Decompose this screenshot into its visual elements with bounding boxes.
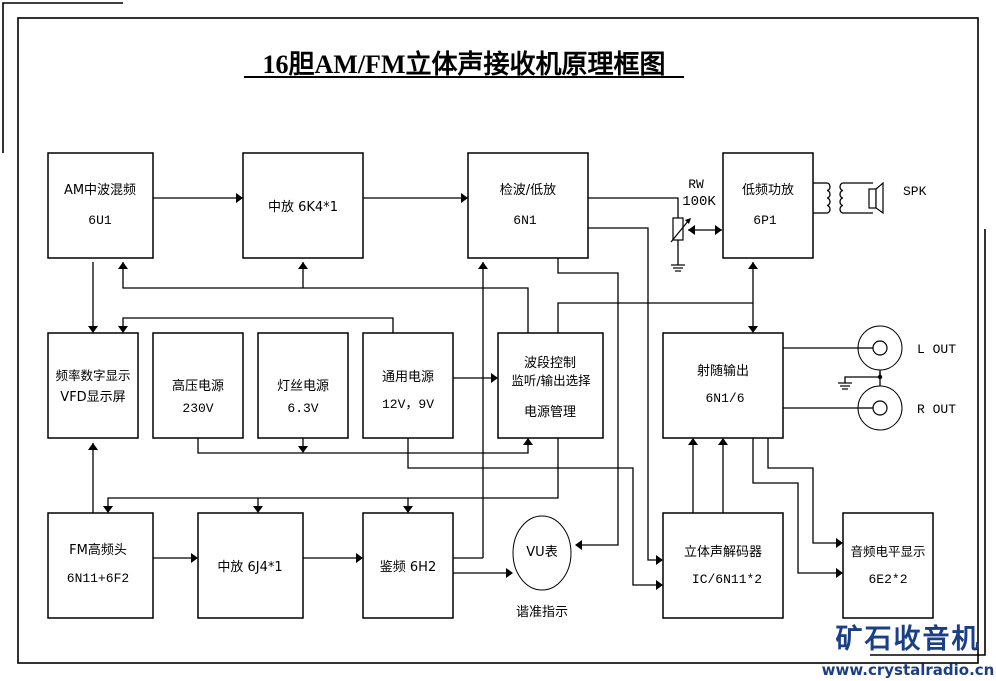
- svg-text:频率数字显示: 频率数字显示: [55, 368, 130, 383]
- svg-text:SPK: SPK: [903, 184, 927, 199]
- block-fm-tuner: FM高频头 6N11+6F2: [47, 512, 154, 619]
- block-filament-supply: 灯丝电源 6.3V: [257, 332, 349, 439]
- output-transformer-icon: [813, 182, 873, 214]
- outer-frame-corner-bottom: [870, 229, 986, 656]
- volume-potentiometer: RW 100K: [670, 177, 716, 243]
- svg-text:L OUT: L OUT: [917, 342, 956, 357]
- svg-text:监听/输出选择: 监听/输出选择: [511, 373, 591, 388]
- svg-text:6U1: 6U1: [88, 213, 112, 228]
- watermark-name: 矿石收音机: [836, 623, 981, 655]
- svg-text:AM中波混频: AM中波混频: [64, 183, 136, 198]
- outer-frame-corner: [2, 2, 123, 153]
- vu-meter-icon: VU表 谐准指示: [512, 515, 572, 620]
- block-cathode-follower: 射随输出 6N1/6: [662, 332, 784, 439]
- svg-text:6N1/6: 6N1/6: [705, 391, 744, 406]
- svg-text:音频电平显示: 音频电平显示: [850, 544, 925, 559]
- block-am-mixer: AM中波混频 6U1: [47, 152, 154, 259]
- output-ground-icon: [838, 370, 883, 390]
- svg-text:6P1: 6P1: [753, 213, 777, 228]
- svg-text:R OUT: R OUT: [917, 402, 956, 417]
- svg-text:灯丝电源: 灯丝电源: [277, 379, 329, 394]
- diagram-title: 16胆AM/FM立体声接收机原理框图: [263, 49, 666, 79]
- site-watermark: 矿石收音机 www.crystalradio.cn: [822, 623, 995, 679]
- svg-text:检波/低放: 检波/低放: [500, 183, 556, 198]
- svg-text:中放 6J4*1: 中放 6J4*1: [217, 560, 282, 575]
- block-discriminator: 鉴频 6H2: [362, 512, 454, 619]
- svg-text:波段控制: 波段控制: [524, 356, 576, 371]
- svg-text:100K: 100K: [682, 194, 716, 210]
- svg-text:RW: RW: [688, 177, 704, 192]
- vu-meter-caption: 谐准指示: [516, 605, 568, 620]
- svg-text:6.3V: 6.3V: [287, 401, 318, 416]
- svg-text:高压电源: 高压电源: [172, 378, 224, 394]
- watermark-url: www.crystalradio.cn: [822, 661, 995, 679]
- inner-frame: [17, 17, 979, 664]
- block-vfd-display: 频率数字显示 VFD显示屏: [47, 332, 139, 439]
- block-level-display: 音频电平显示 6E2*2: [842, 512, 934, 619]
- right-output-jack-icon: R OUT: [857, 385, 956, 431]
- block-am-if-amp: 中放 6K4*1: [242, 152, 364, 259]
- block-general-supply: 通用电源 12V，9V: [362, 332, 454, 439]
- block-band-control: 波段控制 监听/输出选择 电源管理: [497, 332, 604, 439]
- svg-text:6N1: 6N1: [513, 213, 537, 228]
- left-output-jack-icon: L OUT: [857, 325, 956, 371]
- svg-text:立体声解码器: 立体声解码器: [684, 545, 762, 560]
- svg-text:鉴频 6H2: 鉴频 6H2: [380, 560, 436, 575]
- svg-text:VFD显示屏: VFD显示屏: [60, 390, 125, 405]
- svg-text:电源管理: 电源管理: [524, 405, 576, 420]
- svg-text:230V: 230V: [182, 401, 213, 416]
- svg-text:VU表: VU表: [526, 545, 557, 560]
- svg-text:通用电源: 通用电源: [382, 370, 434, 385]
- svg-text:12V，9V: 12V，9V: [382, 397, 434, 412]
- svg-text:6N11+6F2: 6N11+6F2: [67, 571, 129, 586]
- svg-text:FM高频头: FM高频头: [69, 542, 127, 558]
- speaker-icon: SPK: [868, 181, 927, 215]
- ground-icon: [671, 264, 685, 272]
- block-stereo-decoder: 立体声解码器 IC/6N11*2: [662, 512, 784, 619]
- svg-text:6E2*2: 6E2*2: [868, 572, 907, 587]
- svg-text:中放 6K4*1: 中放 6K4*1: [268, 200, 338, 215]
- block-power-amp: 低频功放 6P1: [722, 152, 814, 259]
- svg-text:射随输出: 射随输出: [697, 363, 749, 379]
- block-fm-if-amp: 中放 6J4*1: [197, 512, 304, 619]
- svg-text:IC/6N11*2: IC/6N11*2: [692, 572, 762, 587]
- block-detector: 检波/低放 6N1: [467, 152, 589, 259]
- svg-text:低频功放: 低频功放: [742, 183, 794, 198]
- block-hv-supply: 高压电源 230V: [152, 332, 244, 439]
- arrowheads: [88, 193, 843, 590]
